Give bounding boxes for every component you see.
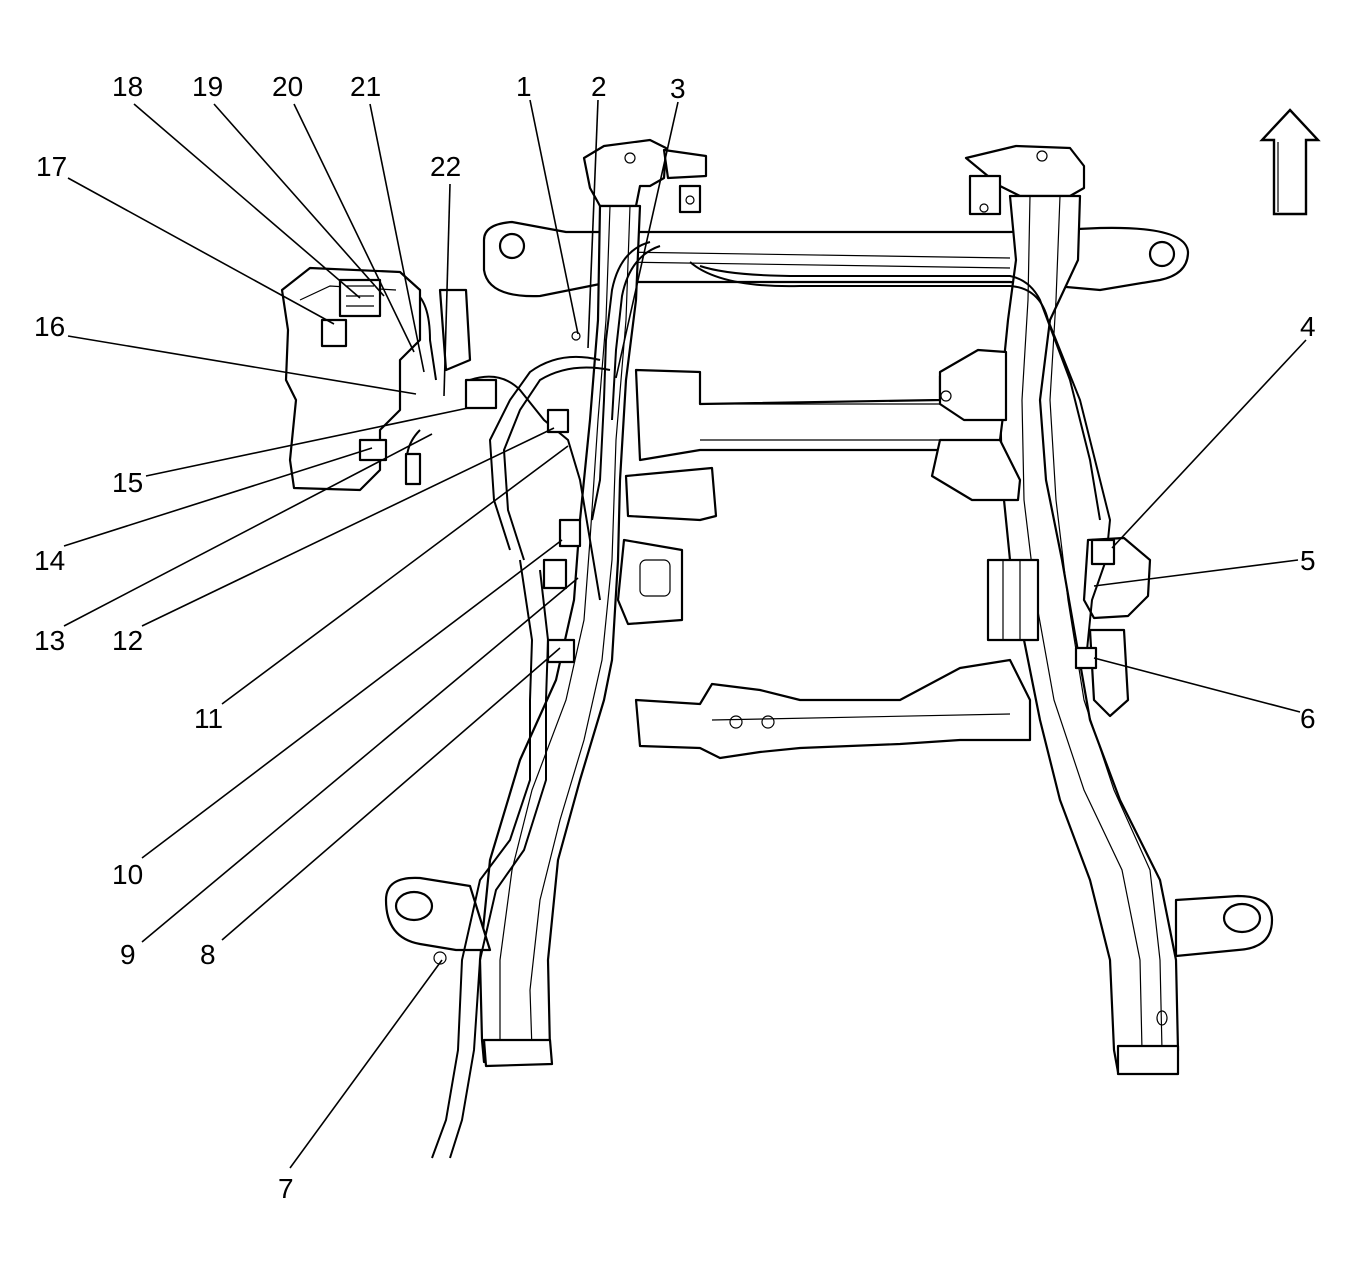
leader-11 [221,445,569,705]
leader-lines [63,99,1307,1169]
callout-11: 11 [194,703,223,734]
underhood-fuse-block [280,266,1116,965]
callout-22: 22 [430,151,461,182]
leader-1 [529,99,579,335]
wiring-harness [405,241,1112,1159]
leader-15 [145,407,469,477]
leader-20 [293,103,415,353]
leader-14 [63,447,373,547]
leader-21 [369,103,425,373]
callout-2: 2 [591,71,607,102]
callout-18: 18 [112,71,143,102]
leader-17 [67,177,335,325]
callout-16: 16 [34,311,65,342]
leader-16 [67,335,417,395]
callout-3: 3 [670,73,686,104]
callout-13: 13 [34,625,65,656]
callout-1: 1 [516,71,532,102]
callout-10: 10 [112,859,143,890]
leader-19 [213,103,385,297]
callout-6: 6 [1300,703,1316,734]
vehicle-frame [384,138,1274,1076]
callout-5: 5 [1300,545,1316,576]
callout-8: 8 [200,939,216,970]
leader-3 [615,101,679,379]
leader-9 [141,577,579,943]
leader-7 [289,959,443,1169]
leader-13 [63,433,433,627]
callout-20: 20 [272,71,303,102]
leader-4 [1111,339,1307,549]
leader-22 [443,183,451,397]
callout-19: 19 [192,71,223,102]
leader-10 [141,539,563,859]
callout-17: 17 [36,151,67,182]
callout-15: 15 [112,467,143,498]
arrow-up-icon [1259,108,1321,216]
callout-9: 9 [120,939,136,970]
leader-12 [141,427,555,627]
callout-labels: 1 2 3 4 5 6 7 8 9 10 11 12 13 14 15 16 1… [34,71,1316,1204]
callout-21: 21 [350,71,381,102]
callout-14: 14 [34,545,65,576]
leader-18 [133,103,361,299]
leader-5 [1093,559,1299,587]
leader-6 [1093,657,1301,713]
callout-12: 12 [112,625,143,656]
callout-7: 7 [278,1173,294,1204]
leader-8 [221,647,561,941]
callout-4: 4 [1300,311,1316,342]
leader-2 [587,99,599,349]
